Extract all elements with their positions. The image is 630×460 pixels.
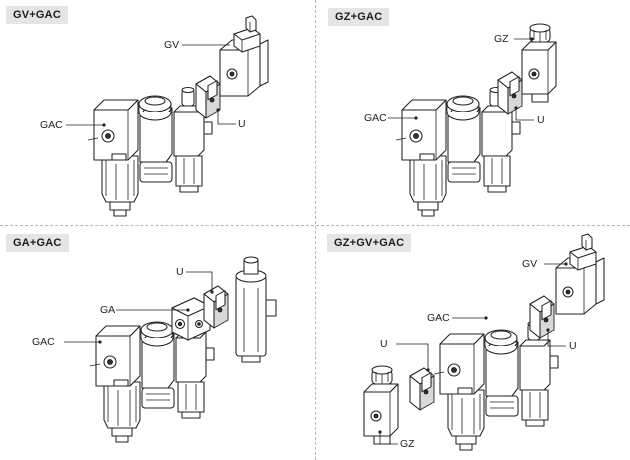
panel4-title: GZ+GV+GAC: [327, 234, 412, 252]
horizontal-divider: [0, 225, 630, 226]
panel2-label-gac: GAC: [364, 112, 387, 124]
panel1-title: GV+GAC: [6, 6, 68, 24]
panel3-title: GA+GAC: [6, 234, 69, 252]
u-bracket-4-right: [529, 295, 555, 339]
gz-regulator-2: [521, 23, 557, 103]
panel3-artwork: [64, 256, 277, 443]
panel2-artwork: [388, 23, 557, 217]
panel4-label-gz: GZ: [400, 438, 415, 450]
panel4-label-gac: GAC: [427, 312, 450, 324]
u-bracket-1: [195, 75, 221, 119]
panel4-artwork: [363, 233, 605, 451]
panel3-label-u: U: [176, 266, 184, 278]
panel3-label-gac: GAC: [32, 336, 55, 348]
panel2-title: GZ+GAC: [328, 8, 390, 26]
gac-unit-1: [87, 86, 213, 217]
panel1-label-gv: GV: [164, 39, 180, 51]
panel1-artwork: [66, 15, 269, 217]
panel2-label-gz: GZ: [494, 33, 509, 45]
cylinder-unit-3: [235, 256, 277, 363]
panel3-label-ga: GA: [100, 304, 116, 316]
panel4-label-u-left: U: [380, 338, 388, 350]
panel1-label-gac: GAC: [40, 119, 63, 131]
vertical-divider: [315, 0, 316, 460]
gv-valve-1: [219, 15, 269, 97]
u-bracket-2: [497, 71, 523, 115]
gac-unit-4: [433, 320, 559, 451]
u-bracket-4-left: [409, 367, 435, 411]
panel1-label-u: U: [238, 118, 246, 130]
panel2-label-u: U: [537, 114, 545, 126]
panel4-label-u-right: U: [569, 340, 577, 352]
gv-valve-4: [555, 233, 605, 315]
u-bracket-3: [203, 285, 229, 329]
panel4-label-gv: GV: [522, 258, 538, 270]
